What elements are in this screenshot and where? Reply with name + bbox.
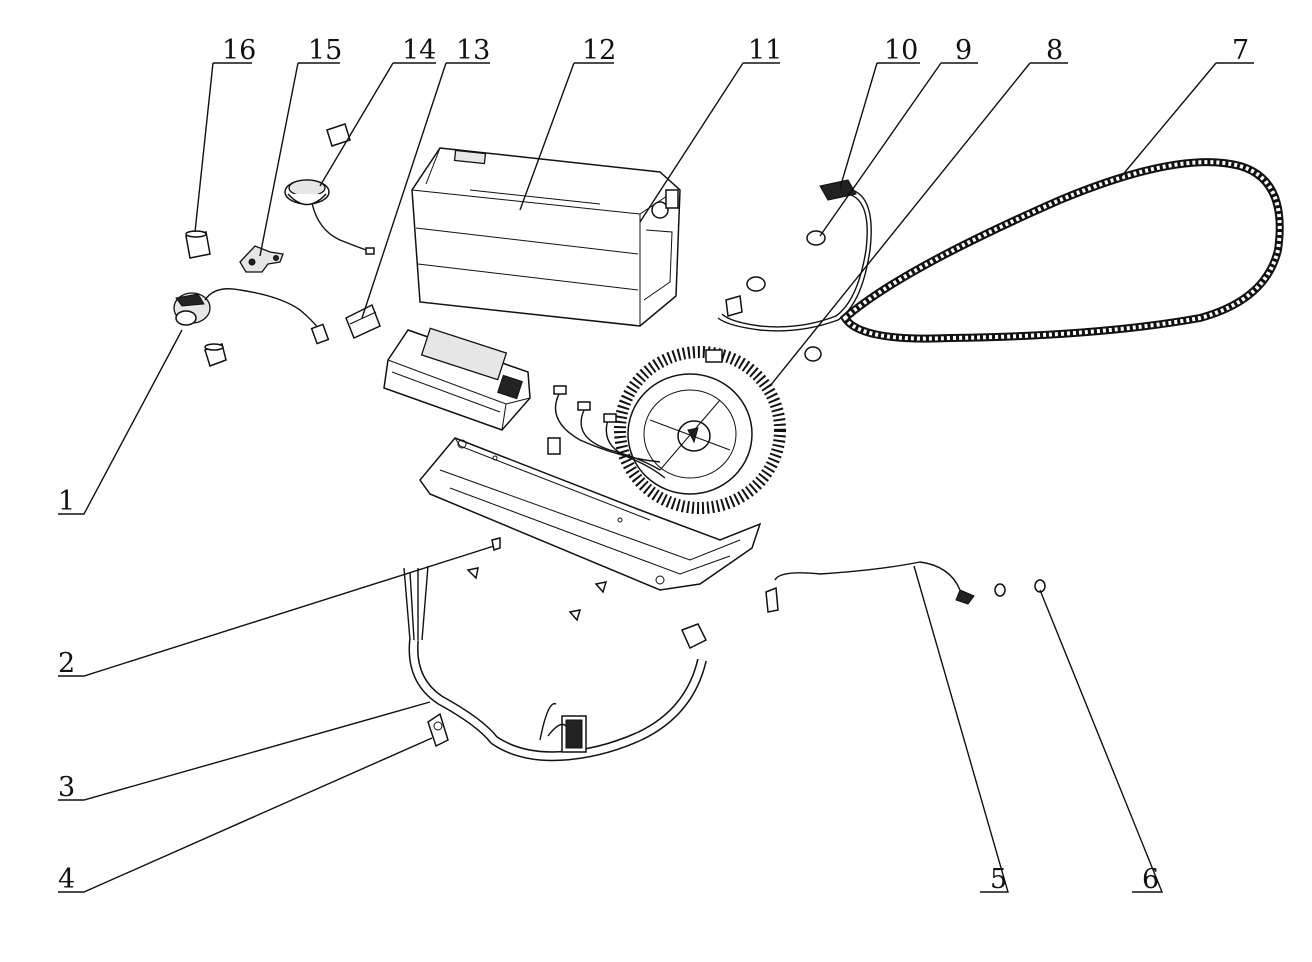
part-16-sleeve (185, 230, 211, 259)
part-11-controller (383, 327, 531, 431)
callout-9: 9 (955, 35, 972, 66)
part-9-10-cable (717, 179, 872, 362)
part-13-sleeve (345, 303, 381, 340)
frame-plate (419, 437, 762, 591)
callout-14: 14 (402, 35, 436, 66)
callout-7: 7 (1232, 35, 1249, 66)
part-5-sensor-cable (765, 561, 975, 613)
callout-2: 2 (58, 648, 75, 679)
part-8-motor (614, 346, 786, 514)
callout-12: 12 (582, 35, 616, 66)
part-1-throttle (173, 288, 330, 367)
callout-15: 15 (308, 35, 342, 66)
callout-4: 4 (58, 864, 75, 895)
motor-phase-leads (547, 385, 666, 479)
callout-8: 8 (1046, 35, 1063, 66)
part-14-horn (284, 123, 375, 255)
part-7-chain (839, 158, 1284, 343)
part-4-clip (427, 712, 449, 748)
callout-3: 3 (58, 772, 75, 803)
callout-1: 1 (58, 486, 75, 517)
part-15-bracket (239, 245, 284, 273)
callout-11: 11 (748, 35, 782, 66)
callout-5: 5 (990, 864, 1007, 895)
callout-6: 6 (1142, 864, 1159, 895)
part-3-harness (403, 565, 708, 762)
callout-13: 13 (456, 35, 490, 66)
callout-16: 16 (222, 35, 256, 66)
part-12-battery (411, 147, 681, 327)
leader-lines (58, 62, 1254, 893)
callout-labels: 16 15 14 13 12 11 10 9 8 7 1 2 3 4 5 6 (58, 35, 1249, 895)
callout-10: 10 (884, 35, 918, 66)
part-6-nuts (994, 579, 1046, 597)
